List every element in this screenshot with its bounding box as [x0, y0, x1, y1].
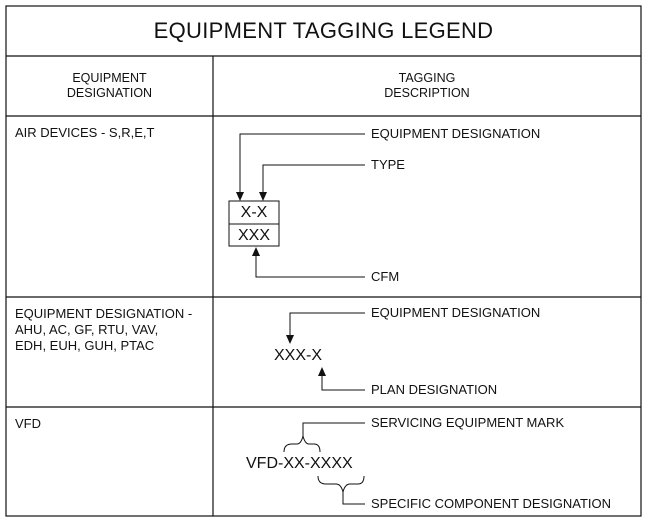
row-label-air-devices: AIR DEVICES - S,R,E,T [15, 125, 155, 140]
air-device-callouts [228, 133, 365, 278]
header-tagging-description: TAGGING DESCRIPTION [384, 71, 470, 100]
servicing-mark-leader [302, 422, 365, 436]
callout-equipment-designation: EQUIPMENT DESIGNATION [371, 305, 541, 320]
component-brace [317, 475, 365, 493]
callout-plan-designation: PLAN DESIGNATION [371, 382, 498, 397]
plan-designation-leader [321, 375, 365, 391]
header-equipment-designation: EQUIPMENT DESIGNATION [66, 71, 153, 100]
arrowhead-down [259, 192, 267, 201]
servicing-brace [283, 435, 321, 453]
equipment-callouts [289, 312, 365, 391]
callout-cfm: CFM [371, 269, 400, 284]
legend-title: EQUIPMENT TAGGING LEGEND [153, 18, 494, 43]
vfd-tag: VFD-XX-XXXX [246, 455, 353, 472]
component-leader [342, 492, 365, 505]
air-device-tag-top: X-X [240, 204, 268, 221]
air-device-tag-bottom: XXX [237, 227, 270, 244]
equipment-designation-leader [289, 312, 365, 335]
arrowhead-up [252, 247, 260, 256]
arrowhead-up [318, 367, 326, 376]
outer-border [5, 5, 642, 517]
equipment-designation-leader [239, 133, 365, 192]
callout-type: TYPE [371, 157, 405, 172]
cfm-leader [255, 255, 365, 278]
arrowhead-down [236, 192, 244, 201]
callout-equipment-designation: EQUIPMENT DESIGNATION [371, 126, 541, 141]
callout-servicing-equipment-mark: SERVICING EQUIPMENT MARK [371, 415, 565, 430]
vfd-callouts [283, 422, 365, 505]
row-label-vfd: VFD [15, 416, 41, 431]
equipment-tag: XXX-X [274, 347, 323, 364]
callout-specific-component-designation: SPECIFIC COMPONENT DESIGNATION [371, 496, 612, 511]
arrowhead-down [286, 335, 294, 344]
row-label-equipment-designation: EQUIPMENT DESIGNATION - AHU, AC, GF, RTU… [15, 306, 193, 353]
type-leader [262, 164, 365, 192]
